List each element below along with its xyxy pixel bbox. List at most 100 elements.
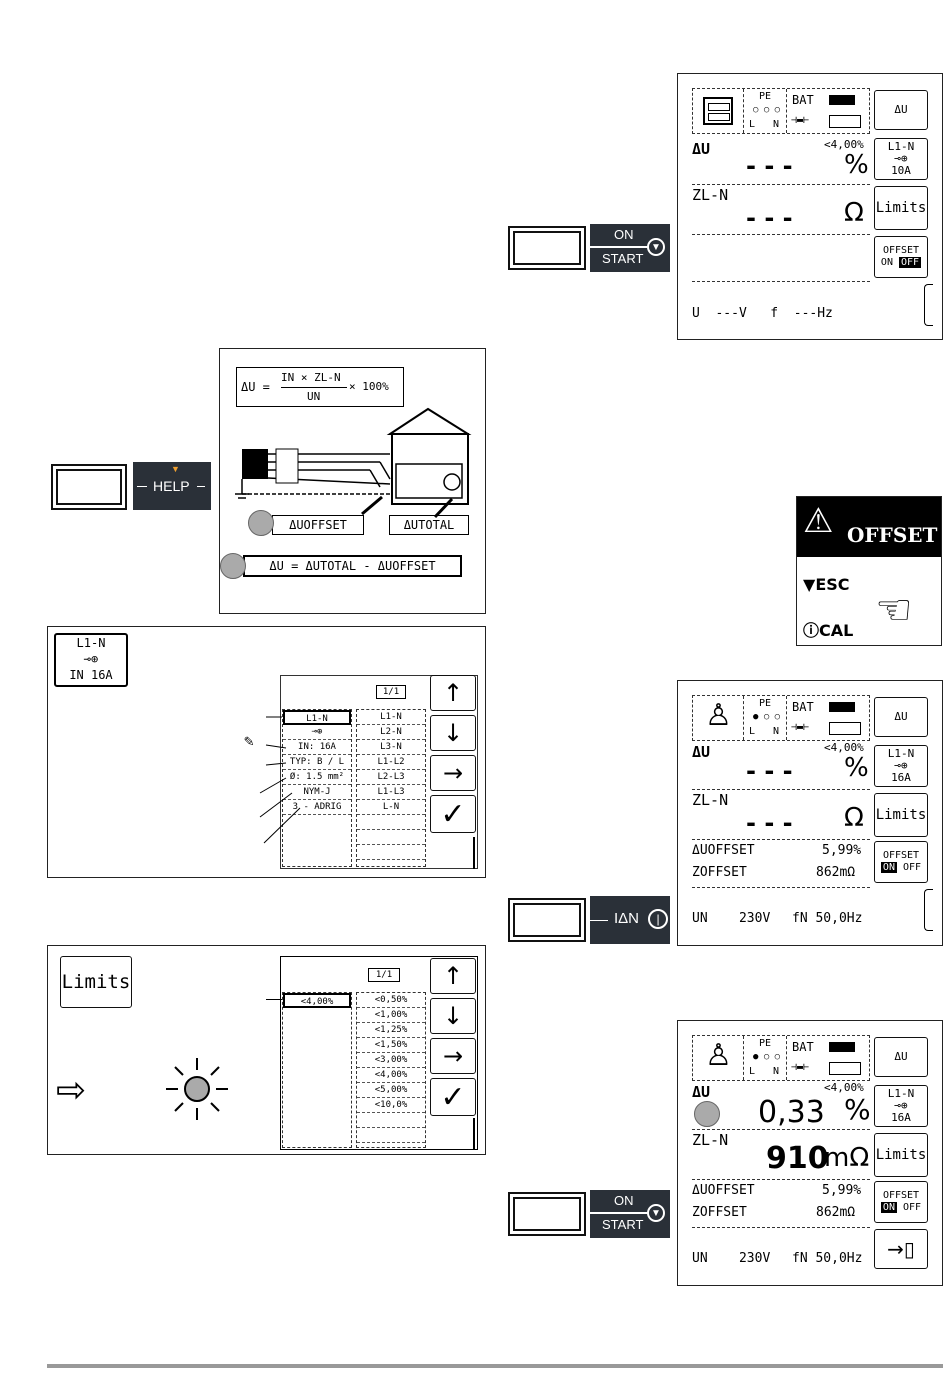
scroll-up-button[interactable]: ↑: [430, 958, 476, 994]
list-item[interactable]: IN: 16A: [283, 740, 351, 755]
limits-softkey[interactable]: Limits: [60, 956, 132, 1008]
status-bar: PE L N ○ ○ ○ BAT ⊣▬⊢: [692, 88, 870, 134]
arrow-right-icon: →: [442, 1042, 464, 1070]
list-item[interactable]: L1-N: [357, 710, 425, 725]
list-item[interactable]: <1,00%: [357, 1008, 425, 1023]
list-item[interactable]: L3-N: [357, 740, 425, 755]
start-button-1[interactable]: [508, 226, 586, 270]
terminal-icon: ● ○ ○: [753, 712, 781, 722]
list-item[interactable]: ⊸⊕: [283, 725, 351, 740]
check-icon: ✓: [440, 1079, 466, 1115]
cal-row[interactable]: ⓘCAL: [803, 621, 854, 640]
diff-box: ΔU = ΔUTOTAL - ΔUOFFSET: [243, 555, 462, 577]
down-triangle-icon: ▼: [647, 1204, 665, 1222]
save-button[interactable]: →▯: [874, 1229, 928, 1269]
on-start-key-2[interactable]: ON START ▼: [590, 1190, 670, 1238]
du-label: ΔU: [692, 140, 711, 158]
list-item[interactable]: TYP: B / L: [283, 755, 351, 770]
bat-label: BAT: [792, 1040, 814, 1054]
confirm-button[interactable]: ✓: [430, 1078, 476, 1116]
list-item[interactable]: <4,00%: [357, 1068, 425, 1083]
list-item[interactable]: [357, 1128, 425, 1143]
softkey-du[interactable]: ΔU: [874, 1037, 928, 1077]
zln-label: ZL-N: [692, 186, 729, 204]
list-item[interactable]: [357, 815, 425, 830]
next-button[interactable]: →: [430, 755, 476, 791]
idn-label: IΔN: [614, 910, 640, 927]
softkey-du[interactable]: ΔU: [874, 90, 928, 130]
scroll-down-button[interactable]: ↓: [430, 998, 476, 1034]
start-label: START: [602, 1217, 644, 1232]
list-item[interactable]: [357, 830, 425, 845]
next-button[interactable]: →: [430, 1038, 476, 1074]
list-item[interactable]: L-N: [357, 800, 425, 815]
zln-value: 910: [766, 1141, 829, 1176]
hand-pointer-icon: ☜: [875, 585, 913, 634]
list-item[interactable]: <0,50%: [357, 993, 425, 1008]
idn-button[interactable]: [508, 898, 586, 942]
list-item[interactable]: NYM-J: [283, 785, 351, 800]
list-item[interactable]: 3 - ADRIG: [283, 800, 351, 815]
softkey-offset[interactable]: OFFSET ON OFF: [874, 841, 928, 883]
idn-key[interactable]: IΔN |: [590, 896, 670, 944]
on-start-key-1[interactable]: ON START ▼: [590, 224, 670, 272]
list-item[interactable]: L2-L3: [357, 770, 425, 785]
offset-du-value: 5,99%: [822, 843, 862, 858]
scroll-up-button[interactable]: ↑: [430, 675, 476, 711]
formula-num: IN × ZL-N: [281, 371, 341, 384]
list-item[interactable]: L2-N: [357, 725, 425, 740]
softkey-circuit[interactable]: L1-N⊸⊕10A: [874, 138, 928, 180]
right-list: <0,50% <1,00% <1,25% <1,50% <3,00% <4,00…: [356, 992, 426, 1148]
bottom-un: UN 230V: [692, 911, 771, 926]
memory-icon: [829, 1062, 861, 1075]
start-button-2[interactable]: [508, 1192, 586, 1236]
du-limit: <4,00%: [824, 138, 864, 151]
total-box: ΔUTOTAL: [389, 515, 469, 535]
list-item[interactable]: L1-L3: [357, 785, 425, 800]
list-item[interactable]: <10,0%: [357, 1098, 425, 1113]
confirm-button[interactable]: ✓: [430, 795, 476, 833]
list-item[interactable]: <1,50%: [357, 1038, 425, 1053]
zln-unit: Ω: [844, 198, 864, 228]
list-item[interactable]: [357, 845, 425, 860]
list-item[interactable]: <5,00%: [357, 1083, 425, 1098]
softkey-offset[interactable]: OFFSET ON OFF: [874, 236, 928, 278]
du-limit: <4,00%: [824, 741, 864, 754]
softkey-circuit[interactable]: L1-N⊸⊕16A: [874, 745, 928, 787]
du-label: ΔU: [692, 743, 711, 761]
selected-limit[interactable]: <4,00%: [283, 993, 351, 1008]
softkey-limits[interactable]: Limits: [874, 793, 928, 837]
list-item-selected[interactable]: L1-N: [283, 710, 351, 725]
zln-unit: mΩ: [824, 1143, 870, 1173]
list-item[interactable]: <3,00%: [357, 1053, 425, 1068]
plug-icon: ⊸⊕: [83, 652, 99, 666]
screen-1: PE L N ○ ○ ○ BAT ⊣▬⊢ ΔU ΔU <4,00% - - - …: [677, 73, 943, 340]
person-icon: ♙: [705, 1038, 732, 1073]
help-screen: ΔU = IN × ZL-N UN × 100% ΔUOFFSET ΔUTOTA…: [219, 348, 486, 614]
list-item[interactable]: L1-L2: [357, 755, 425, 770]
scroll-down-button[interactable]: ↓: [430, 715, 476, 751]
softkey-limits[interactable]: Limits: [874, 186, 928, 230]
list-item[interactable]: [357, 1113, 425, 1128]
softkey-du[interactable]: ΔU: [874, 697, 928, 737]
bat-label: BAT: [792, 93, 814, 107]
info-circle-icon: |: [648, 909, 668, 929]
softkey-circuit[interactable]: L1-N⊸⊕16A: [874, 1085, 928, 1127]
list-item[interactable]: Ø: 1.5 mm²: [283, 770, 351, 785]
left-list: L1-N ⊸⊕ IN: 16A TYP: B / L Ø: 1.5 mm² NY…: [282, 709, 352, 867]
list-item[interactable]: <1,25%: [357, 1023, 425, 1038]
status-bar: ♙ PE L N ● ○ ○ BAT ⊣▬⊢: [692, 695, 870, 741]
l-label: L: [749, 119, 756, 130]
fuse-icon: ⊣▬⊢: [791, 722, 810, 733]
esc-row[interactable]: ▼ESC: [803, 575, 850, 594]
arrow-right-outline-icon: ⇨: [56, 1070, 87, 1111]
offset-du-label: ΔUOFFSET: [692, 1183, 755, 1198]
du-unit: %: [844, 150, 869, 180]
softkey-offset[interactable]: OFFSET ON OFF: [874, 1181, 928, 1223]
help-button[interactable]: [51, 464, 127, 510]
softkey-limits[interactable]: Limits: [874, 1133, 928, 1177]
help-key[interactable]: ▼ HELP: [133, 462, 211, 510]
terminal-icon: ○ ○ ○: [753, 105, 781, 115]
zln-label: ZL-N: [692, 1131, 729, 1149]
screen-2: ♙ PE L N ● ○ ○ BAT ⊣▬⊢ ΔU ΔU <4,00% - - …: [677, 680, 943, 946]
